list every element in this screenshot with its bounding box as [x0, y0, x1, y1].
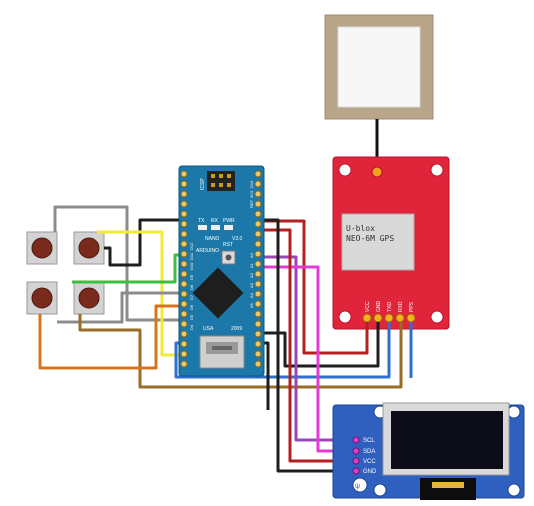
oled-pin-vcc: VCC — [363, 459, 376, 465]
led-label-tx: TX — [198, 218, 205, 224]
led-label-pwr: PWR — [223, 218, 235, 224]
board-year: 2009 — [231, 326, 242, 332]
nano-right-pins — [254, 170, 262, 368]
pin-label: A4 — [249, 292, 254, 298]
gps-label-line1: U-blox — [346, 224, 375, 233]
oled-pin-scl: SCL — [363, 438, 375, 444]
gps-pin-rxd: RXD — [398, 301, 404, 312]
nano-left-pin-labels: D12 D11 D10 D9 D8 D7 D6 D5 D4 — [189, 242, 194, 330]
push-button-1 — [26, 231, 58, 265]
pin-label: D10 — [189, 262, 194, 270]
pin-label: 3V3 — [249, 190, 254, 198]
wire-black-gps-gnd — [258, 322, 380, 368]
oled-screen — [391, 411, 503, 469]
wire-orange — [38, 304, 184, 370]
push-button-3 — [26, 281, 58, 315]
wire-brown-button — [78, 314, 403, 389]
button-panel — [26, 231, 105, 315]
board-brand: ARDUINO — [196, 248, 219, 254]
pin-label: A0 — [249, 252, 254, 258]
gps-pin-vcc: VCC — [365, 301, 371, 312]
push-button-4 — [73, 281, 105, 315]
pin-label: A5 — [249, 302, 254, 308]
oled-pin-gnd: GND — [363, 469, 377, 475]
oled-pin-pads — [352, 436, 360, 475]
pin-label: D7 — [189, 294, 194, 300]
gps-module: U-blox NEO-6M GPS VCC GND TXD RXD PPS — [332, 156, 450, 330]
wire-black-top — [104, 218, 184, 267]
arduino-nano: ICSP TX RX PWR ARDUINO RST USA 2009 — [178, 165, 265, 377]
oled-pin-sda: SDA — [363, 449, 375, 455]
icsp-label: ICSP — [200, 178, 206, 190]
board-reset-label: RST — [223, 242, 233, 248]
oled-module: ψ SCL SDA VCC GND — [332, 402, 525, 500]
oled-pin-labels: SCL SDA VCC GND — [363, 438, 377, 475]
antenna-connector — [371, 166, 383, 178]
push-button-2 — [73, 231, 105, 265]
gps-pin-txd: TXD — [387, 302, 393, 312]
wire-gray-top — [53, 205, 184, 322]
gps-pin-labels: VCC GND TXD RXD PPS — [365, 301, 415, 313]
board-model: NANO — [205, 236, 220, 242]
wire-red-oled-vcc — [258, 228, 355, 463]
gps-label-line2: NEO-6M GPS — [346, 234, 394, 243]
oled-ribbon — [420, 478, 476, 500]
board-usb-label: USA — [203, 326, 214, 332]
pin-label: D11 — [189, 252, 194, 260]
pin-label: D4 — [189, 324, 194, 330]
pin-label: A2 — [249, 272, 254, 278]
wire-black-oled-gnd — [258, 218, 355, 473]
wire-red-gps-vcc — [258, 219, 369, 355]
led-label-rx: RX — [211, 218, 219, 224]
pin-label: D6 — [189, 304, 194, 310]
board-version: V3.0 — [232, 236, 243, 242]
logo-icon — [352, 477, 368, 493]
gps-antenna — [324, 14, 434, 120]
nano-left-pins — [180, 170, 188, 368]
pin-label: D13 — [249, 180, 254, 188]
pin-label: D9 — [189, 274, 194, 280]
pin-label: D12 — [189, 242, 194, 250]
pin-label: REF — [249, 199, 254, 208]
gps-pin-pps: PPS — [409, 301, 415, 312]
pin-label: D8 — [189, 284, 194, 290]
pin-label: A3 — [249, 282, 254, 288]
gps-pin-gnd: GND — [376, 301, 382, 313]
pin-label: D5 — [189, 314, 194, 320]
logo-glyph: ψ — [355, 483, 360, 490]
gps-chip — [341, 213, 415, 271]
wire-gray-bottom — [57, 291, 184, 324]
status-leds: TX RX PWR — [198, 218, 235, 230]
pin-label: A1 — [249, 262, 254, 268]
nano-right-pin-labels: D13 3V3 REF A0 A1 A2 A3 A4 A5 — [249, 180, 254, 308]
